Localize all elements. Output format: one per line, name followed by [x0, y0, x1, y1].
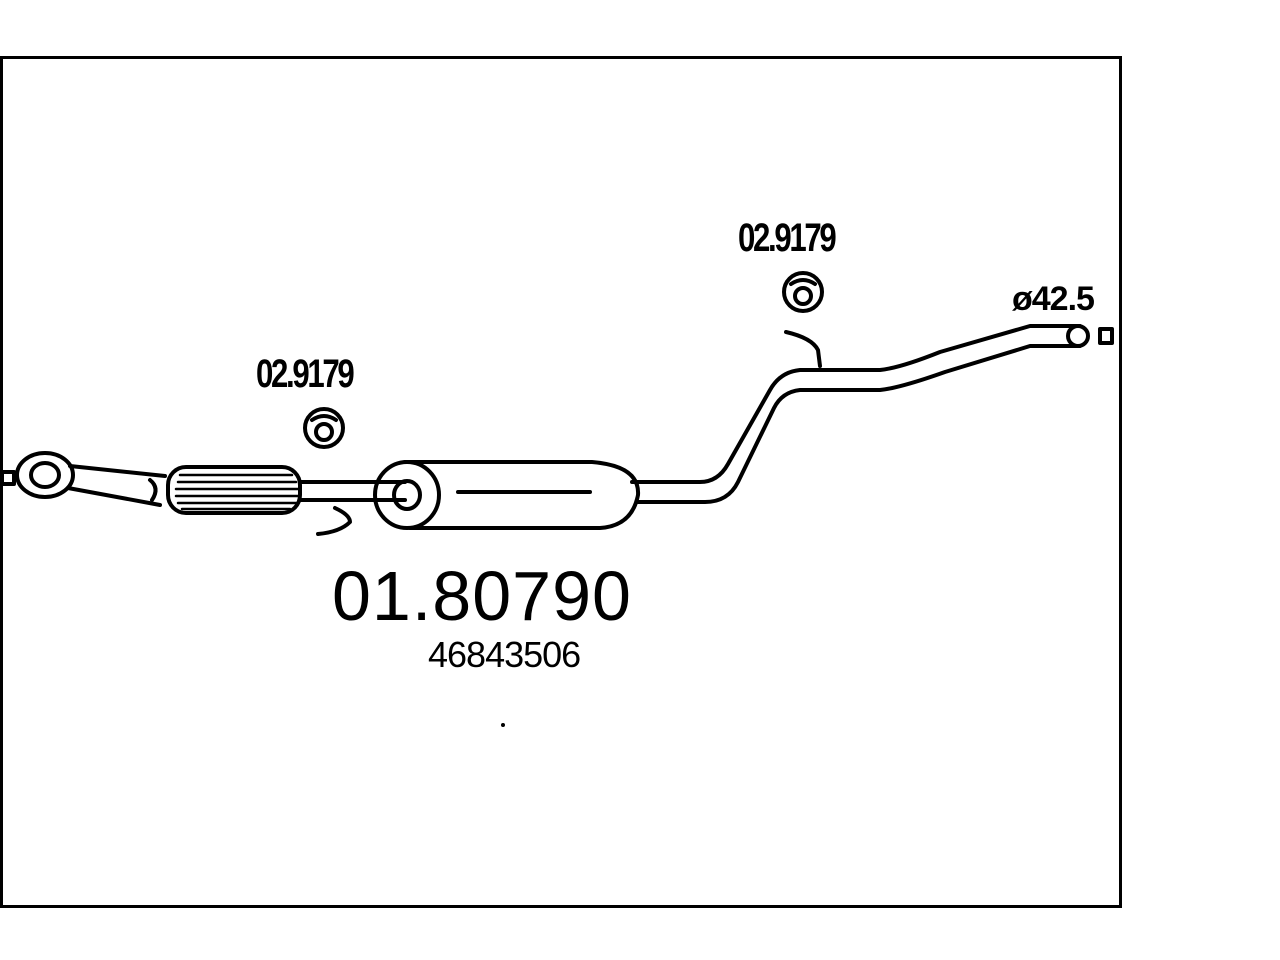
right-rubber-mount-icon: [782, 271, 824, 313]
front-pipe-top: [68, 464, 167, 478]
front-flange-hole: [29, 461, 61, 489]
tail-pipe-outlet: [1066, 324, 1090, 348]
outlet-diameter-label: ø42.5: [1012, 280, 1095, 318]
muffler-inlet: [392, 479, 422, 511]
front-pipe-bottom: [66, 486, 162, 507]
muffler-front-end: [373, 460, 441, 530]
marker-dot: [501, 723, 505, 727]
flex-pipe: [166, 465, 302, 515]
tail-pipe-bottom: [636, 344, 1082, 504]
right-clip-part-number: 02.9179: [738, 216, 837, 260]
right-connector-stub: [1098, 327, 1114, 345]
tail-pipe-top: [630, 324, 1082, 484]
front-flange: [15, 451, 75, 499]
left-clip-part-number: 02.9179: [256, 352, 355, 396]
muffler-body: [403, 460, 641, 530]
left-connector-stub: [0, 470, 16, 486]
front-hanger-hook: [316, 506, 352, 536]
left-rubber-mount-icon: [303, 407, 345, 449]
part-number: 01.80790: [332, 557, 632, 635]
front-pipe-joint: [148, 478, 158, 502]
oe-reference-number: 46843506: [428, 634, 581, 675]
rear-hanger-hook: [784, 330, 822, 368]
